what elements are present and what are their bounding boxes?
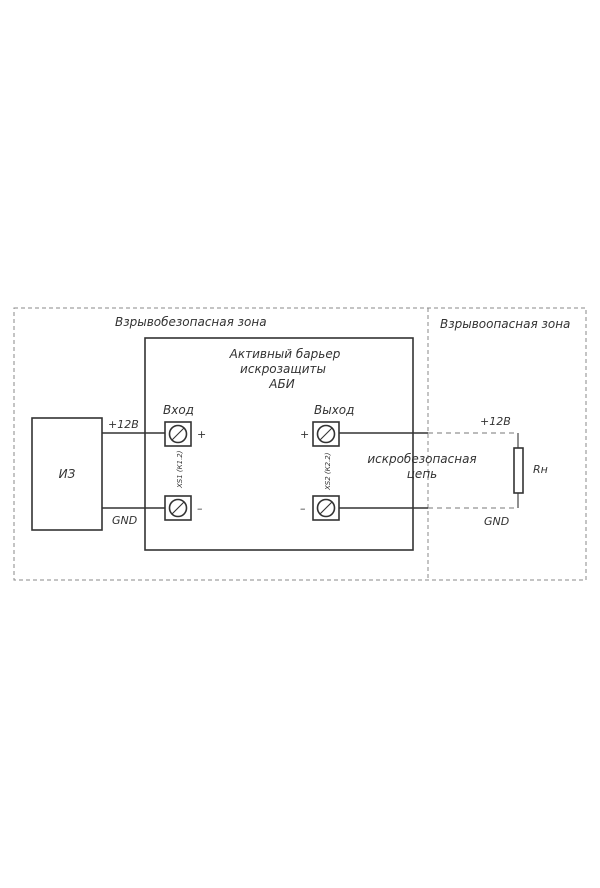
left-plus-label: +12В bbox=[108, 418, 139, 431]
input-connector-label: XS1 (К1.2) bbox=[176, 450, 184, 489]
barrier-title-line1: Активный барьер bbox=[229, 347, 341, 361]
left-gnd-label: GND bbox=[112, 514, 137, 527]
barrier-title-line3: АБИ bbox=[268, 377, 294, 391]
output-minus-sign: – bbox=[300, 502, 306, 515]
circuit-label-line2: цепь bbox=[407, 467, 437, 481]
output-terminal-minus bbox=[312, 495, 340, 521]
input-label: Вход bbox=[163, 403, 194, 417]
input-plus-sign: + bbox=[197, 428, 206, 441]
circuit-label-line1: искробезопасная bbox=[367, 452, 476, 466]
input-terminal-minus bbox=[164, 495, 192, 521]
load-label: Rн bbox=[533, 463, 548, 476]
source-box bbox=[31, 417, 103, 531]
barrier-title-line2: искрозащиты bbox=[240, 362, 326, 376]
output-label: Выход bbox=[314, 403, 354, 417]
right-plus-label: +12В bbox=[480, 415, 511, 428]
source-label: ИЗ bbox=[59, 467, 76, 481]
input-terminal-plus bbox=[164, 421, 192, 447]
output-connector-label: XS2 (К2.2) bbox=[324, 452, 332, 491]
outer-frame bbox=[13, 307, 587, 581]
output-plus-sign: + bbox=[300, 428, 309, 441]
input-minus-sign: – bbox=[197, 502, 203, 515]
safe-zone-label: Взрывобезопасная зона bbox=[115, 315, 267, 329]
right-gnd-label: GND bbox=[484, 515, 509, 528]
output-terminal-plus bbox=[312, 421, 340, 447]
hazard-zone-label: Взрывоопасная зона bbox=[440, 317, 570, 331]
load-resistor bbox=[513, 447, 524, 494]
barrier-box bbox=[144, 337, 414, 551]
